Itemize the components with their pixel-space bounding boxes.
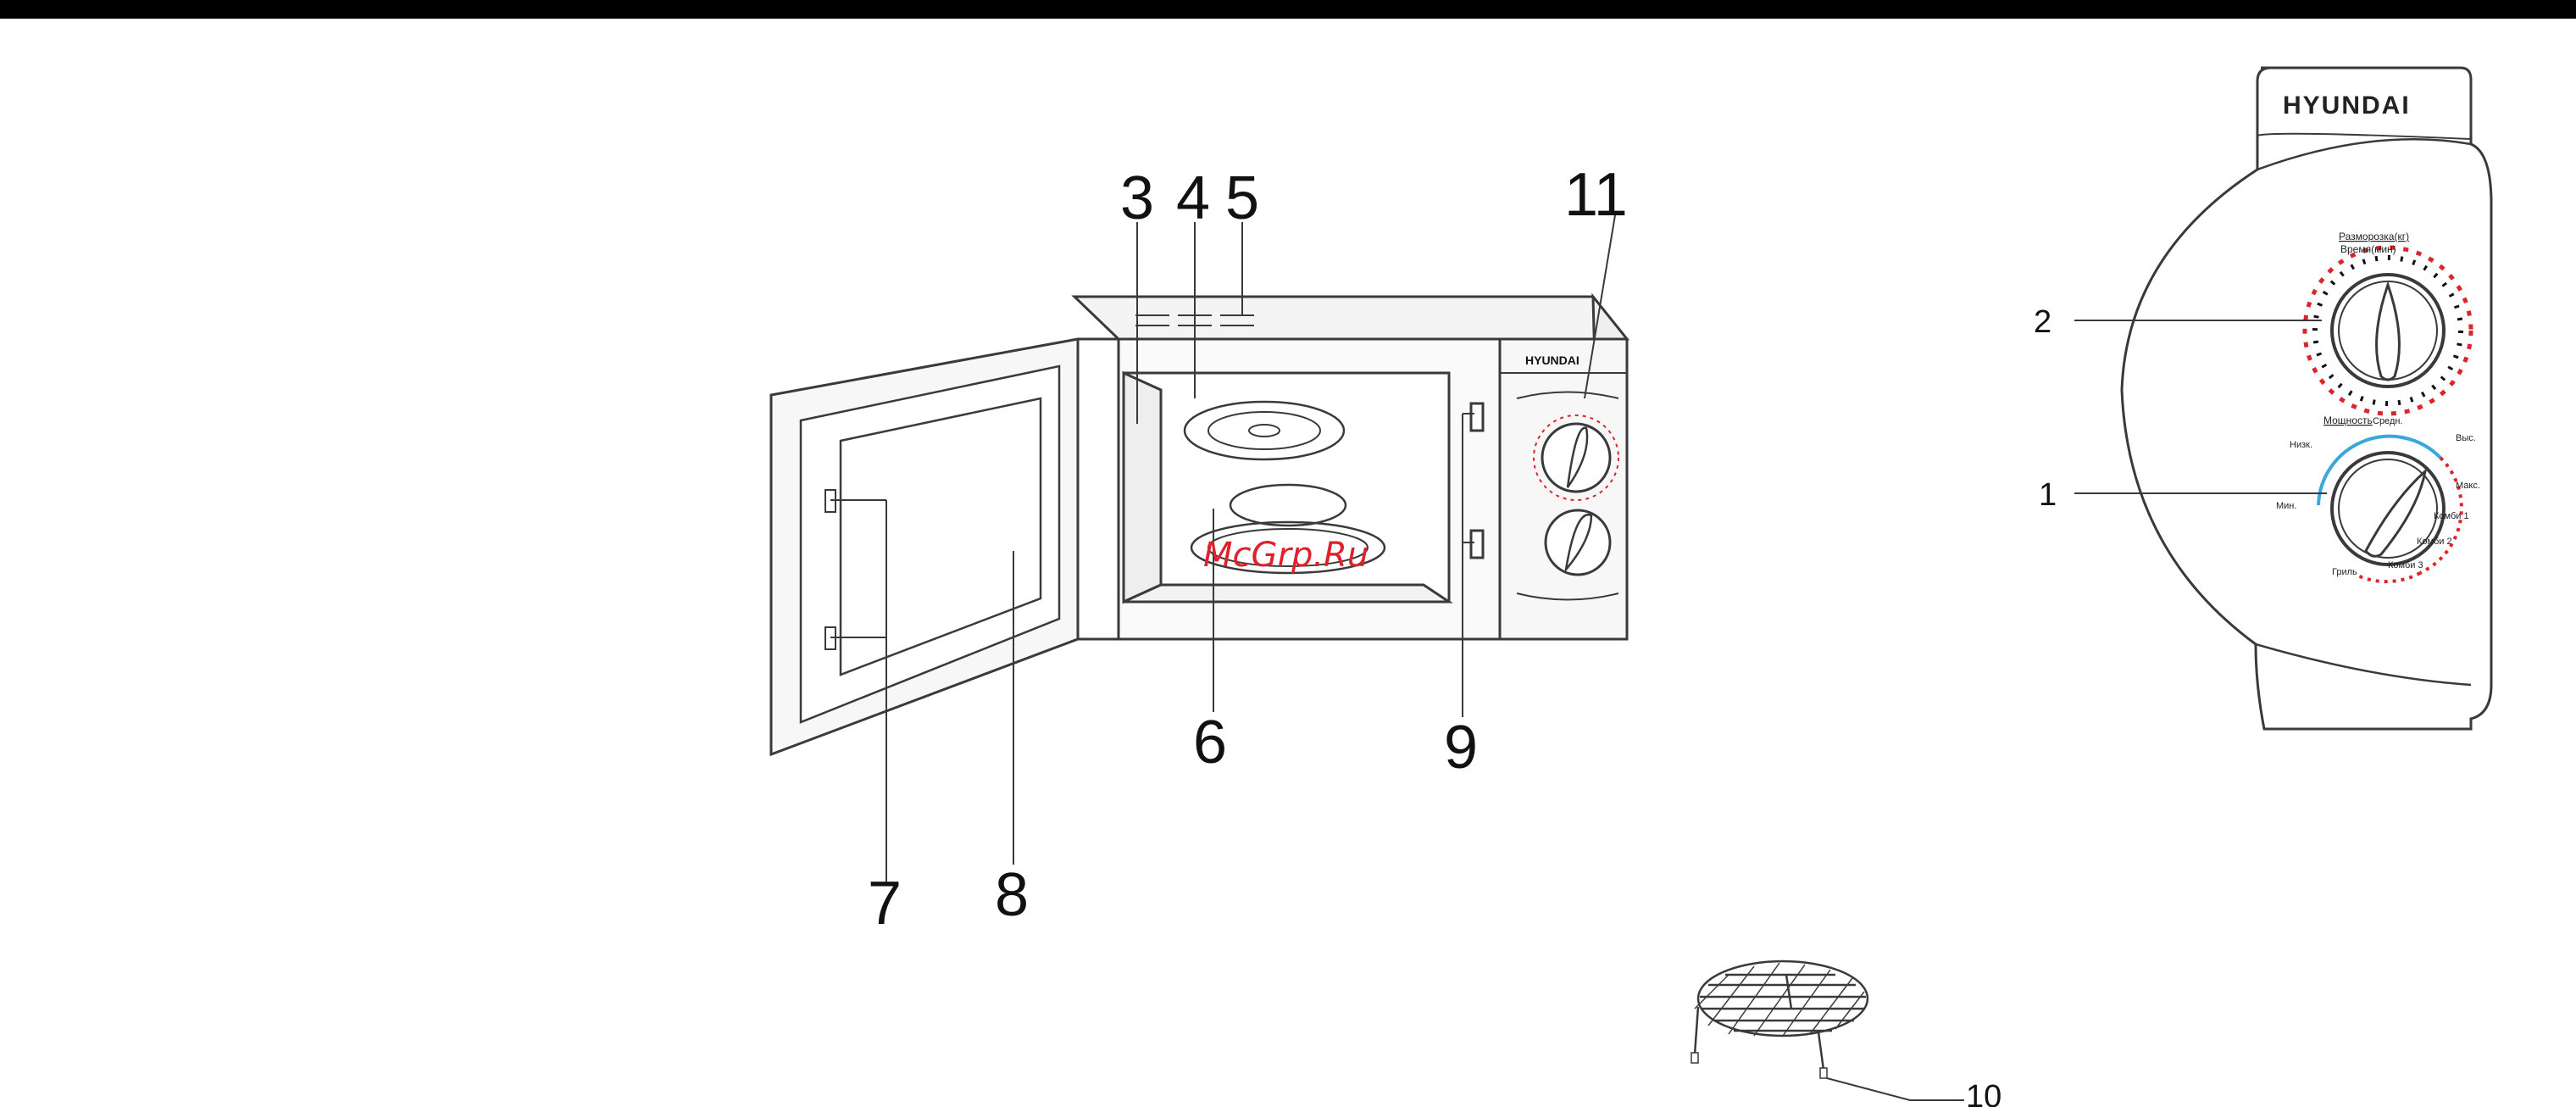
power-setting-mid: Средн. xyxy=(2373,416,2403,426)
power-setting-combi1: Комби 1 xyxy=(2434,511,2469,521)
panel-brand-logo: HYUNDAI xyxy=(2283,92,2411,120)
oven-brand-logo: HYUNDAI xyxy=(1525,353,1579,367)
callout-4: 4 xyxy=(1176,164,1210,232)
power-setting-low: Низк. xyxy=(2290,440,2312,450)
callout-2: 2 xyxy=(2034,304,2051,340)
control-panel xyxy=(2122,68,2491,729)
callout-10: 10 xyxy=(1966,1079,2001,1107)
callout-9: 9 xyxy=(1444,714,1478,782)
callout-11: 11 xyxy=(1564,161,1628,229)
power-setting-combi3: Комби 3 xyxy=(2388,560,2423,570)
power-setting-max: Макс. xyxy=(2456,481,2480,491)
oven-door xyxy=(771,339,1124,754)
power-setting-high: Выс. xyxy=(2456,433,2476,443)
callout-7: 7 xyxy=(868,870,902,937)
power-setting-min: Мин. xyxy=(2276,501,2296,511)
timer-label-time: Время(мин) xyxy=(2340,243,2396,255)
power-label: Мощность xyxy=(2323,414,2373,426)
callout-3: 3 xyxy=(1120,164,1154,232)
callout-8: 8 xyxy=(995,861,1029,929)
callout-1: 1 xyxy=(2039,477,2057,513)
callout-5: 5 xyxy=(1225,164,1259,232)
grill-rack-icon xyxy=(1691,961,1964,1100)
timer-label-defrost: Разморозка(кг) xyxy=(2339,231,2409,242)
power-setting-combi2: Комби 2 xyxy=(2417,537,2452,547)
callout-6: 6 xyxy=(1193,709,1227,776)
power-setting-grill: Гриль xyxy=(2332,567,2357,577)
watermark: McGrp.Ru xyxy=(1203,536,1368,575)
microwave-oven-icon xyxy=(1074,297,1627,639)
